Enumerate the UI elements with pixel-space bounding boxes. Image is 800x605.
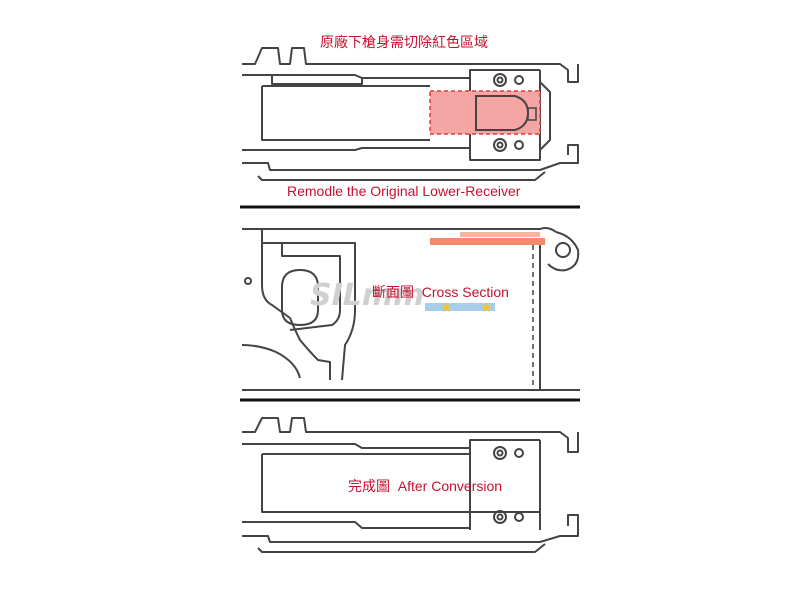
after-conversion-label: 完成圖 After Conversion [348, 476, 502, 496]
screw-holes-bottom [493, 446, 524, 524]
watermark-star: ★ [440, 299, 453, 315]
cross-section-label: 斷面圖 Cross Section [372, 282, 509, 302]
converted-receiver-outline [242, 417, 579, 553]
cut-bar-primary [430, 238, 545, 245]
small-tab [527, 107, 537, 121]
top-title-cn: 原廠下槍身需切除紅色區域 [320, 34, 488, 50]
cut-bar-secondary [460, 232, 540, 237]
top-caption-en: Remodle the Original Lower-Receiver [287, 183, 521, 199]
cross-section-label-cn: 斷面圖 [372, 284, 414, 300]
watermark-bar [425, 303, 495, 311]
after-conversion-label-en: After Conversion [397, 478, 503, 494]
cross-section-outline [241, 227, 580, 391]
screw-holes-top [493, 73, 524, 152]
cross-section-label-en: Cross Section [421, 284, 509, 300]
cut-area-highlight [429, 90, 541, 135]
after-conversion-label-cn: 完成圖 [348, 478, 390, 494]
watermark-star: ★ [480, 299, 493, 315]
watermark-logo: SILmm ★ ★ [310, 278, 495, 315]
watermark-text: SILmm [310, 278, 424, 313]
